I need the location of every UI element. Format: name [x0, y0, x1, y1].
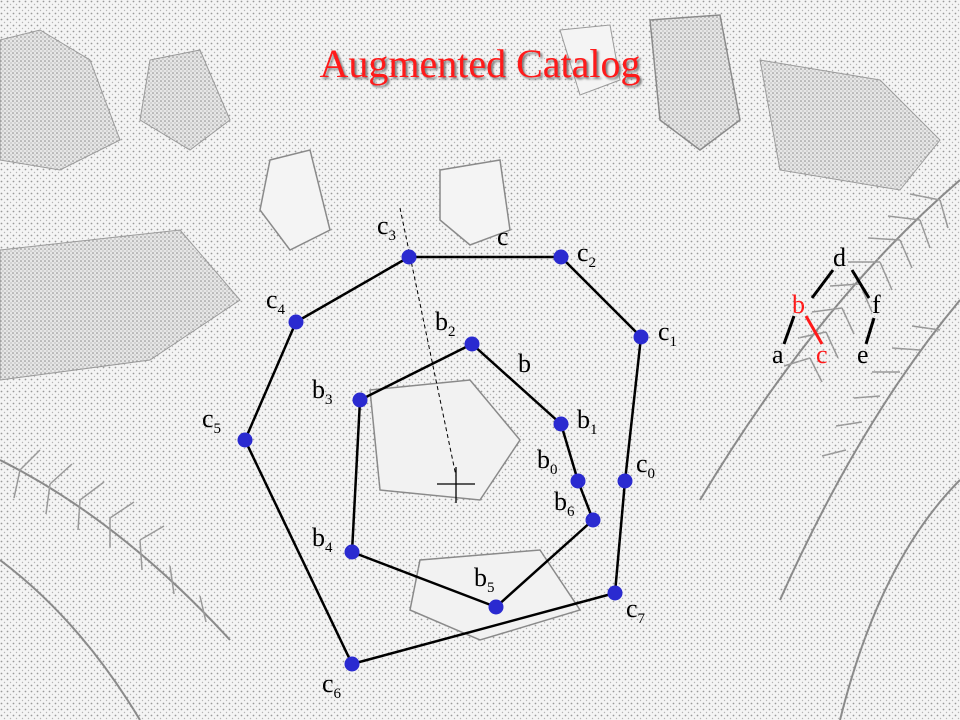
label-c6: c6: [322, 669, 342, 702]
polygon-c-vertices: [237, 249, 649, 672]
vertex-b5[interactable]: [488, 599, 504, 615]
vertex-c5[interactable]: [237, 432, 253, 448]
tree-edges: [782, 269, 876, 345]
label-c7: c7: [626, 594, 646, 627]
vertex-c2[interactable]: [553, 249, 569, 265]
polygon-b-name: b: [518, 349, 531, 378]
vertex-b1[interactable]: [553, 416, 569, 432]
tree-node-c: c: [816, 340, 828, 369]
label-b4: b4: [312, 523, 333, 556]
tree-node-d: d: [833, 243, 846, 272]
vertex-b2[interactable]: [464, 336, 480, 352]
label-c0: c0: [636, 449, 655, 482]
tree-edge-d-f: [850, 269, 871, 299]
query-point-marker: [437, 467, 475, 503]
polygon-c-name: c: [497, 222, 509, 251]
polygon-b-vertices: [344, 336, 601, 615]
vertex-c7[interactable]: [607, 585, 623, 601]
polygon-b-edges: [350, 342, 595, 609]
query-line: [399, 207, 457, 477]
tree-node-e: e: [857, 340, 869, 369]
tree-node-f: f: [872, 290, 881, 319]
label-b6: b6: [554, 487, 575, 520]
label-b3: b3: [312, 375, 333, 408]
vertex-c1[interactable]: [633, 329, 649, 345]
label-c1: c1: [658, 317, 677, 350]
tree-edge-f-e: [864, 317, 876, 345]
tree-edge-b-c: [804, 315, 824, 345]
label-b2: b2: [435, 307, 456, 340]
vertex-b0[interactable]: [570, 473, 586, 489]
vertex-c6[interactable]: [344, 656, 360, 672]
label-b1: b1: [577, 405, 598, 438]
vertex-b6[interactable]: [585, 512, 601, 528]
vertex-c3[interactable]: [401, 249, 417, 265]
label-c2: c2: [577, 238, 596, 271]
label-c4: c4: [266, 285, 286, 318]
tree-edge-d-b: [810, 269, 835, 299]
vertex-c4[interactable]: [288, 314, 304, 330]
vertex-c0[interactable]: [617, 473, 633, 489]
label-c3: c3: [377, 211, 396, 244]
tree-node-a: a: [772, 340, 784, 369]
vertex-b4[interactable]: [344, 544, 360, 560]
label-b0: b0: [537, 445, 558, 478]
vertex-b3[interactable]: [352, 392, 368, 408]
page-title: Augmented Catalog: [319, 41, 641, 86]
tree-node-b: b: [792, 290, 805, 319]
label-b5: b5: [474, 563, 495, 596]
tree-edge-b-a: [782, 315, 796, 345]
label-c5: c5: [202, 404, 221, 437]
